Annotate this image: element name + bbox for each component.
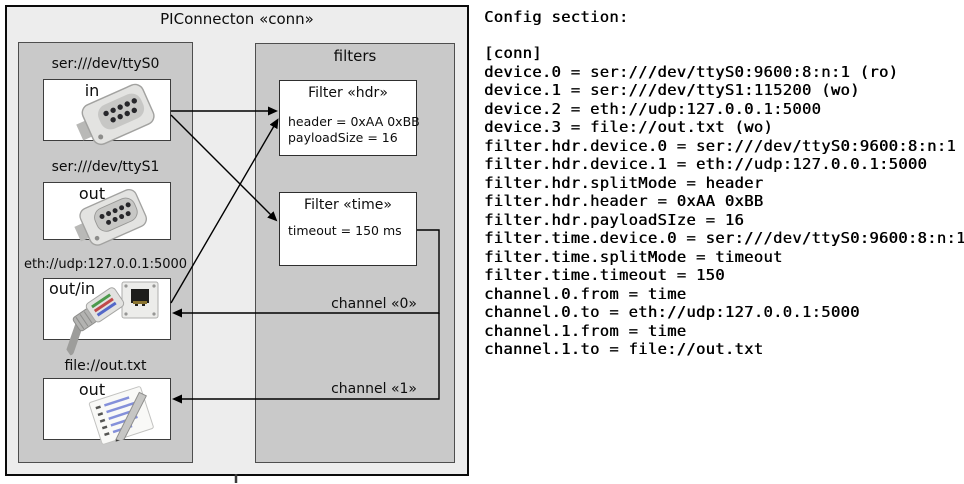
config-line: filter.hdr.device.1 = eth://udp:127.0.0.…	[484, 155, 928, 173]
config-line: device.2 = eth://udp:127.0.0.1:5000	[484, 99, 822, 118]
device-direction: in	[84, 81, 100, 100]
diagram-title: PIConnecton «conn»	[160, 10, 314, 28]
serial-connector-icon	[76, 83, 155, 146]
channel-0-label: channel «0»	[331, 296, 417, 312]
device-label-ttyS1: ser:///dev/ttyS1	[51, 159, 160, 175]
config-line: filter.hdr.payloadSIze = 16	[484, 210, 745, 229]
device-box-ttyS1: out	[43, 182, 171, 246]
config-line: filter.time.timeout = 150	[484, 266, 725, 284]
device-box-eth: out/in	[43, 278, 171, 356]
config-line: filter.hdr.header = 0xAA 0xBB	[484, 192, 764, 210]
config-line: filter.hdr.splitMode = header	[484, 173, 764, 192]
device-label-ttyS0: ser:///dev/ttyS0	[51, 56, 160, 72]
filter-hdr-title: Filter «hdr»	[308, 85, 388, 101]
config-line: device.0 = ser:///dev/ttyS0:9600:8:n:1 (…	[484, 62, 899, 81]
config-heading: Config section:	[484, 8, 629, 26]
device-label-file: file://out.txt	[64, 358, 147, 374]
channel-1-label: channel «1»	[331, 381, 417, 397]
device-direction: out	[78, 184, 106, 203]
config-line: [conn]	[484, 44, 542, 62]
filter-time-prop-timeout: timeout = 150 ms	[288, 223, 402, 238]
device-box-file: out	[43, 378, 171, 445]
config-lines: [conn]device.0 = ser:///dev/ttyS0:9600:8…	[484, 44, 964, 359]
filter-hdr-prop-header: header = 0xAA 0xBB	[288, 114, 420, 129]
config-line: device.1 = ser:///dev/ttyS1:115200 (wo)	[484, 81, 860, 99]
device-label-eth: eth://udp:127.0.0.1:5000	[23, 257, 188, 272]
config-line: channel.0.from = time	[484, 284, 687, 303]
device-box-ttyS0: in	[43, 79, 171, 146]
config-line: filter.hdr.device.0 = ser:///dev/ttyS0:9…	[484, 136, 956, 155]
ethernet-jack-icon	[121, 281, 159, 319]
device-direction: out	[78, 380, 106, 399]
config-line: channel.1.to = file://out.txt	[484, 340, 764, 358]
config-line: channel.0.to = eth://udp:127.0.0.1:5000	[484, 303, 860, 321]
filter-hdr-prop-payload: payloadSize = 16	[288, 130, 398, 145]
device-direction: out/in	[49, 279, 96, 298]
notepad-icon	[88, 386, 154, 445]
serial-connector-icon	[74, 188, 148, 246]
filters-panel-title: filters	[333, 47, 377, 65]
config-line: device.3 = file://out.txt (wo)	[484, 118, 773, 136]
config-line: filter.time.device.0 = ser:///dev/ttyS0:…	[484, 229, 964, 247]
config-line: filter.time.splitMode = timeout	[484, 247, 783, 266]
filter-time-title: Filter «time»	[304, 197, 392, 213]
ethernet-cable-icon	[66, 287, 125, 356]
filter-time-box: Filter «time» timeout = 150 ms	[279, 192, 417, 266]
config-line: channel.1.from = time	[484, 321, 687, 340]
filter-hdr-box: Filter «hdr» header = 0xAA 0xBB payloadS…	[279, 80, 420, 156]
